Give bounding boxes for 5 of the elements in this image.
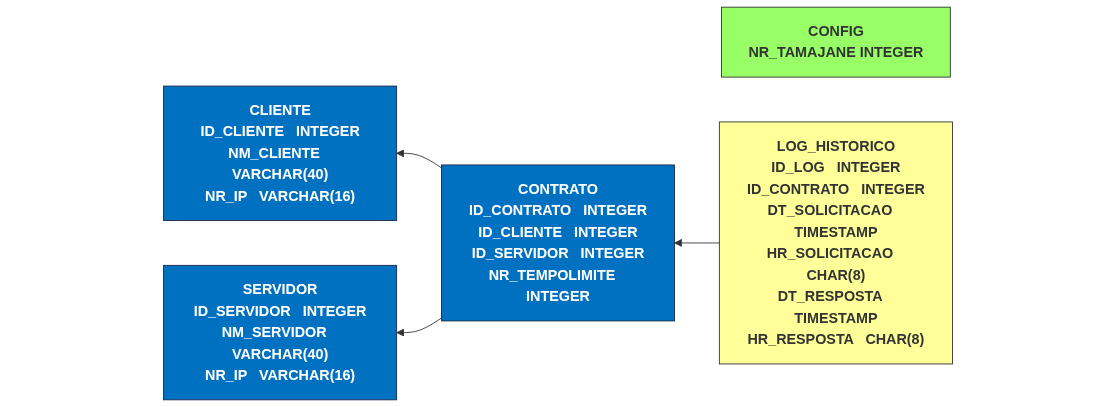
node-box: LOG_HISTORICO ID_LOG INTEGER ID_CONTRATO INTEGER DT_SOLICITACAO TIMESTAMP HR_SOLICITACAO CHAR(8) DT_RESPOSTA TIMESTAMP HR_RESPOSTA CHAR(8) (718, 121, 953, 365)
node-box: CONTRATO ID_CONTRATO INTEGER ID_CLIENTE INTEGER ID_SERVIDOR INTEGER NR_TEMPOLIMITE INTEGER (440, 164, 675, 322)
node-box: CLIENTE ID_CLIENTE INTEGER NM_CLIENTE VARCHAR(40) NR_IP VARCHAR(16) (162, 85, 397, 221)
node-box: SERVIDOR ID_SERVIDOR INTEGER NM_SERVIDOR VARCHAR(40) NR_IP VARCHAR(16) (162, 264, 397, 401)
node-box: CONFIG NR_TAMAJANE INTEGER (720, 6, 951, 78)
